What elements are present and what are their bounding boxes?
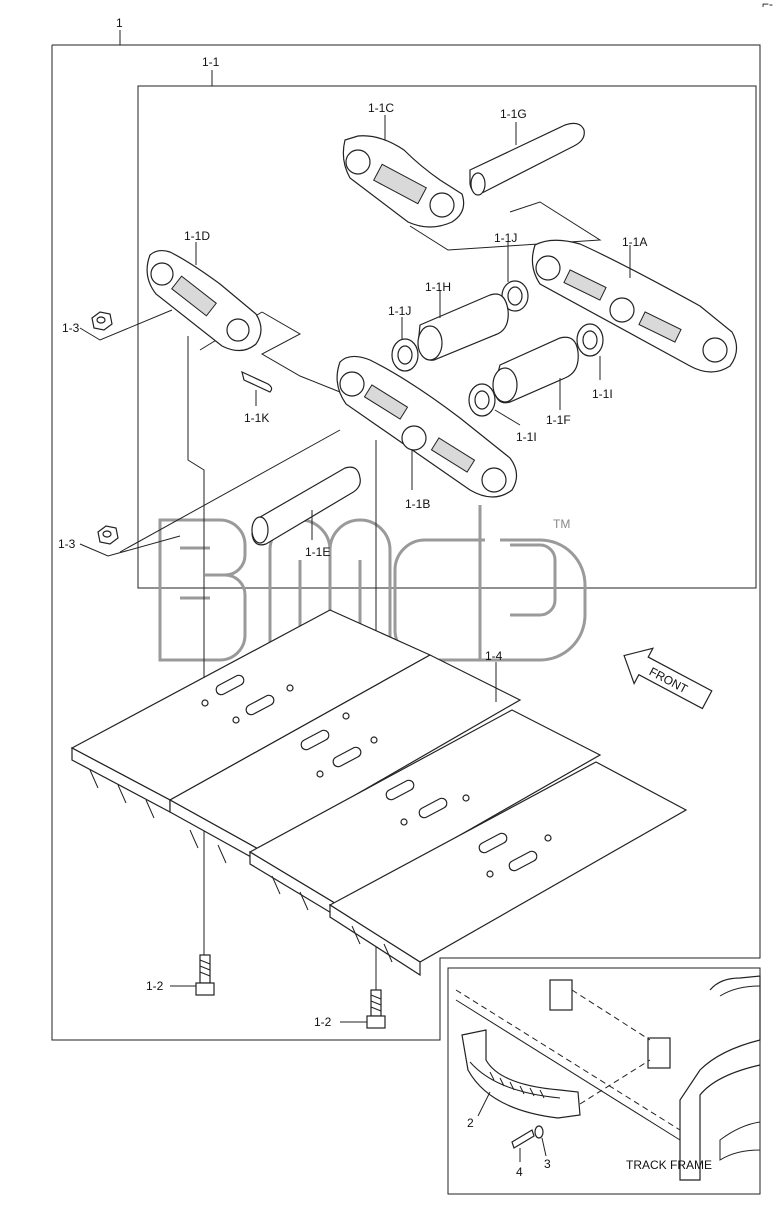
label-guard-bolt: 4 [516, 1165, 523, 1179]
label-seal-1-1j-top: 1-1J [494, 231, 517, 245]
label-link-1-1c: 1-1C [368, 101, 394, 115]
bolt-1-2-right: 1-2 [314, 989, 386, 1029]
watermark-tm: TM [553, 517, 570, 531]
spring-pin-1-1k: 1-1K [241, 370, 273, 425]
shoe-holes [201, 674, 552, 878]
label-bolt-left: 1-2 [146, 979, 164, 993]
nut-1-3-top: 1-3 [62, 309, 173, 341]
label-bolt-right: 1-2 [314, 1015, 332, 1029]
seal-1-1j-left: 1-1J [388, 304, 419, 372]
label-nut-top: 1-3 [62, 321, 80, 335]
label-track-frame: TRACK FRAME [626, 1158, 712, 1172]
pin-1-1g: 1-1G [469, 107, 585, 196]
seal-1-1i-mid: 1-1I [468, 383, 537, 444]
label-link-1-1a: 1-1A [622, 235, 647, 249]
guide-line-pin [119, 429, 341, 553]
guide-lines-top [409, 201, 602, 251]
link-1-1c: 1-1C [342, 101, 465, 228]
label-nut-bottom: 1-3 [58, 537, 76, 551]
bush-1-1f: 1-1F [492, 336, 579, 427]
label-washer: 3 [544, 1157, 551, 1171]
label-pin-1-1e: 1-1E [305, 545, 330, 559]
label-link-1-1b: 1-1B [405, 497, 430, 511]
link-1-1d: 1-1D [146, 229, 262, 352]
assembly-outline: 1 [51, 16, 761, 1041]
label-link-1-1d: 1-1D [184, 229, 210, 243]
guide-line-bolt-left [187, 336, 205, 955]
label-shoe: 1-4 [485, 649, 503, 663]
link-assy-outline: 1-1 [137, 55, 757, 589]
nut-1-3-bottom: 1-3 [58, 525, 181, 557]
link-1-1a: 1-1A [531, 235, 738, 373]
label-bush-1-1f: 1-1F [546, 413, 571, 427]
bush-1-1h: 1-1H [417, 280, 509, 361]
label-seal-1-1j-left: 1-1J [388, 304, 411, 318]
link-1-1b: 1-1B [336, 355, 518, 511]
label-guard: 2 [467, 1116, 474, 1130]
label-link-assy: 1-1 [202, 55, 220, 69]
track-shoes-1-4: 1-4 [70, 609, 688, 977]
front-arrow: FRONT [623, 647, 713, 710]
label-seal-1-1i-right: 1-1I [592, 387, 613, 401]
guide-lines-center [260, 311, 341, 393]
bolt-1-2-left: 1-2 [146, 954, 215, 996]
label-seal-1-1i-mid: 1-1I [516, 430, 537, 444]
seal-1-1i-right: 1-1I [576, 323, 613, 401]
pin-1-1e: 1-1E [251, 466, 361, 559]
track-frame-inset: 2 4 3 TRACK FRAME [447, 967, 761, 1195]
label-bush-1-1h: 1-1H [425, 280, 451, 294]
corner-mark: ⌐- [762, 0, 773, 11]
label-assembly: 1 [116, 16, 123, 30]
label-pin-1-1g: 1-1G [500, 107, 527, 121]
label-spring-pin-1-1k: 1-1K [244, 411, 269, 425]
